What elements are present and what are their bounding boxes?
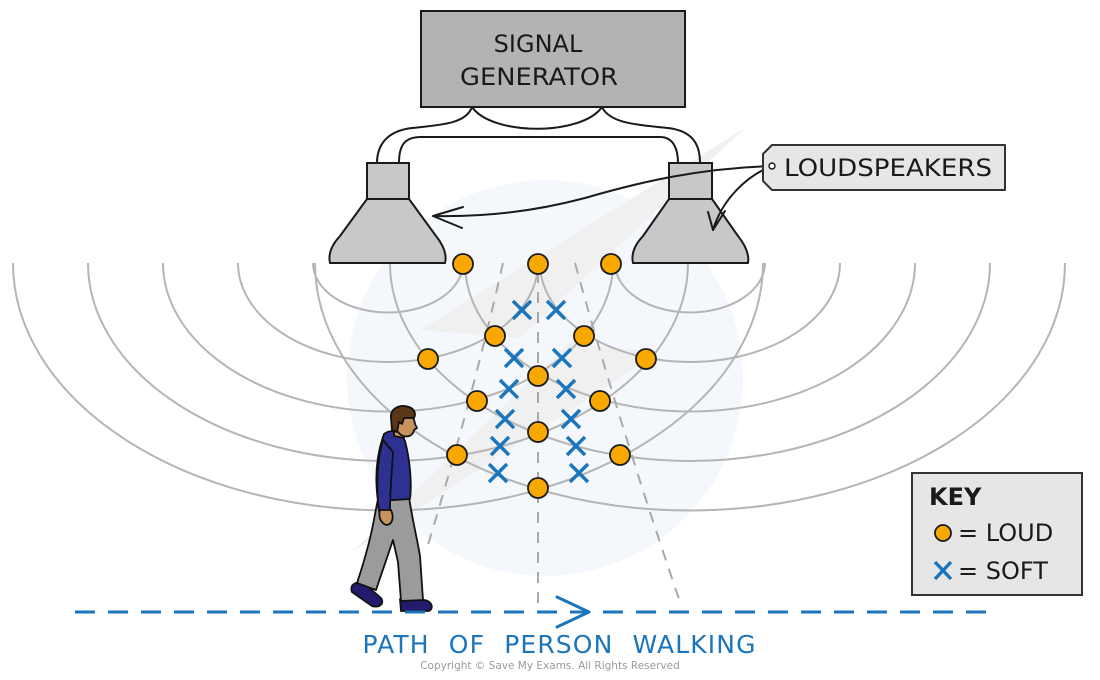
wavefront-left-1: [312, 262, 464, 314]
soft-point: [545, 299, 567, 321]
soft-point: [494, 408, 516, 430]
tag-hole: [768, 162, 776, 170]
loud-circle-icon: [934, 524, 952, 542]
wavefront-right-1: [614, 262, 766, 314]
loud-point: [609, 444, 631, 466]
soft-point: [503, 347, 525, 369]
loudspeakers-tag: [762, 144, 1006, 191]
callout-arrow-left: [432, 165, 773, 218]
loud-point: [446, 444, 468, 466]
copyright-notice: Copyright © Save My Exams. All Rights Re…: [420, 660, 680, 672]
soft-point: [565, 435, 587, 457]
path-direction-arrow-icon: [555, 595, 591, 629]
person-arm: [376, 439, 394, 512]
loud-point: [466, 390, 488, 412]
speaker-neck: [668, 162, 713, 200]
loud-point: [573, 325, 595, 347]
soft-point: [511, 299, 533, 321]
wire-left-outer: [376, 106, 473, 164]
arrowhead-right: [707, 210, 726, 231]
speaker-neck: [366, 162, 410, 200]
loud-point: [417, 348, 439, 370]
key-soft-label: = SOFT: [958, 557, 1048, 585]
loud-point: [484, 325, 506, 347]
loud-point: [527, 365, 549, 387]
wire-center-loop: [471, 106, 603, 130]
walking-person: [350, 405, 433, 612]
soft-point: [551, 347, 573, 369]
loud-point: [527, 253, 549, 275]
path-label: PATH OF PERSON WALKING: [363, 630, 756, 659]
key-title: KEY: [929, 483, 982, 511]
key-legend: KEY = LOUD = SOFT: [911, 472, 1083, 596]
loud-point: [600, 253, 622, 275]
guide-line-right: [574, 262, 681, 603]
wire-right-outer: [601, 106, 701, 164]
person-back-shoe: [350, 581, 384, 608]
wires: [376, 106, 701, 164]
loud-point: [527, 477, 549, 499]
soft-point: [487, 462, 509, 484]
soft-point: [498, 378, 520, 400]
signal-generator: SIGNAL GENERATOR: [420, 10, 686, 108]
left-loudspeaker: [328, 162, 447, 264]
soft-point: [568, 462, 590, 484]
signal-generator-label-line1: SIGNAL: [494, 30, 583, 58]
soft-point: [489, 435, 511, 457]
wavefront-right-5: [314, 262, 1066, 512]
soft-cross-icon: [933, 560, 953, 581]
arrowhead-left: [432, 206, 464, 229]
person-hand: [378, 509, 394, 526]
person-trousers: [356, 496, 424, 602]
loud-points: [417, 253, 657, 499]
key-loud-label: = LOUD: [958, 519, 1053, 547]
loudspeakers-callout: LOUDSPEAKERS: [432, 144, 1006, 231]
loud-point: [589, 390, 611, 412]
person-hair: [390, 405, 416, 433]
loud-point: [635, 348, 657, 370]
soft-points: [487, 299, 590, 484]
speaker-cone: [328, 198, 447, 264]
loudspeakers-label: LOUDSPEAKERS: [784, 154, 992, 182]
person-front-shoe: [399, 598, 433, 612]
soft-point: [555, 378, 577, 400]
signal-generator-label-line2: GENERATOR: [460, 63, 618, 91]
soft-point: [560, 408, 582, 430]
wire-inner-bridge: [398, 136, 679, 164]
loud-point: [527, 421, 549, 443]
walking-path: PATH OF PERSON WALKING: [75, 595, 992, 659]
loud-point: [452, 253, 474, 275]
